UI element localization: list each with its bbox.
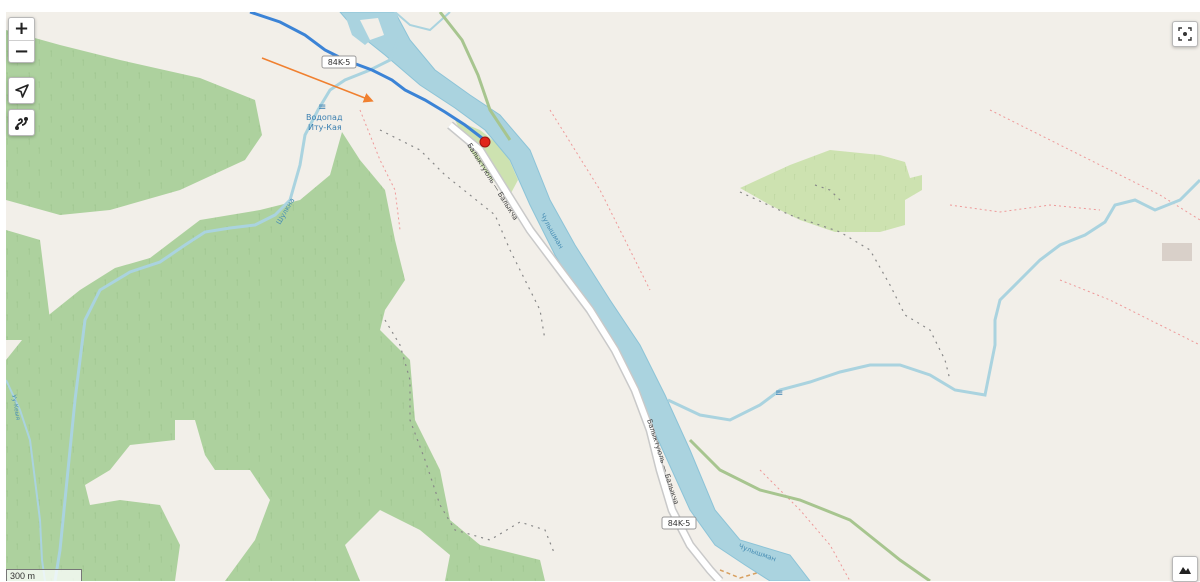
road-shield-bottom — [661, 516, 697, 530]
forest-clearing-2 — [345, 510, 450, 581]
forest-area-west — [6, 230, 50, 340]
zoom-in-button[interactable]: + — [13, 18, 30, 39]
map-canvas[interactable]: ᛙ ᛙ ᛙ ᛙ — [6, 12, 1200, 581]
waterfall-icon-2: ≡ — [775, 388, 783, 399]
stream-itu-kaya — [53, 12, 402, 581]
fullscreen-icon — [1178, 27, 1192, 41]
stream-top — [394, 12, 451, 32]
trail-path-6 — [549, 109, 651, 291]
route-tool-button[interactable] — [8, 109, 35, 136]
road-shield-top-label: 84K-5 — [328, 58, 351, 67]
route-line — [249, 12, 483, 140]
mountain-icon — [1179, 567, 1191, 574]
cliff-line-2 — [739, 191, 951, 381]
forest-area-north — [6, 30, 262, 215]
route-squiggle-icon — [14, 116, 28, 130]
fullscreen-button[interactable] — [1172, 21, 1198, 47]
cliff-line — [379, 129, 546, 341]
navigation-arrow-icon — [14, 83, 29, 98]
scale-bar: 300 m — [6, 569, 82, 581]
stream-left-small — [6, 379, 46, 581]
road-secondary-2 — [688, 438, 931, 581]
stream-label-left: Уу-Кеыя — [10, 394, 21, 421]
forest-clearing — [85, 420, 270, 581]
stream-right — [667, 178, 1200, 422]
trail-path-3 — [949, 204, 1101, 213]
zoom-control: + − — [8, 17, 35, 63]
meadow-area — [740, 150, 922, 232]
locate-button[interactable] — [8, 77, 35, 104]
location-marker[interactable] — [479, 136, 491, 148]
road-84k5 — [448, 122, 723, 581]
river-island — [360, 18, 384, 40]
building-area — [1162, 243, 1192, 261]
road-shield-bottom-label: 84K-5 — [668, 519, 691, 528]
annotation-arrow — [261, 57, 374, 103]
road-secondary — [438, 12, 512, 141]
waterfall-icon: ≡ — [318, 102, 326, 113]
trail-path-2 — [1059, 279, 1200, 346]
waterfall-label-line2: Иту-Кая — [308, 123, 342, 132]
waterfall-label-line1: Водопад — [306, 113, 343, 122]
trail-path-5 — [359, 109, 401, 231]
zoom-out-button[interactable]: − — [9, 40, 34, 62]
road-shield-top — [321, 55, 357, 69]
layers-button[interactable] — [1172, 556, 1198, 582]
trail-path-7 — [719, 569, 761, 579]
cliff-line-4 — [814, 184, 841, 201]
river-chulyshman — [339, 12, 811, 581]
